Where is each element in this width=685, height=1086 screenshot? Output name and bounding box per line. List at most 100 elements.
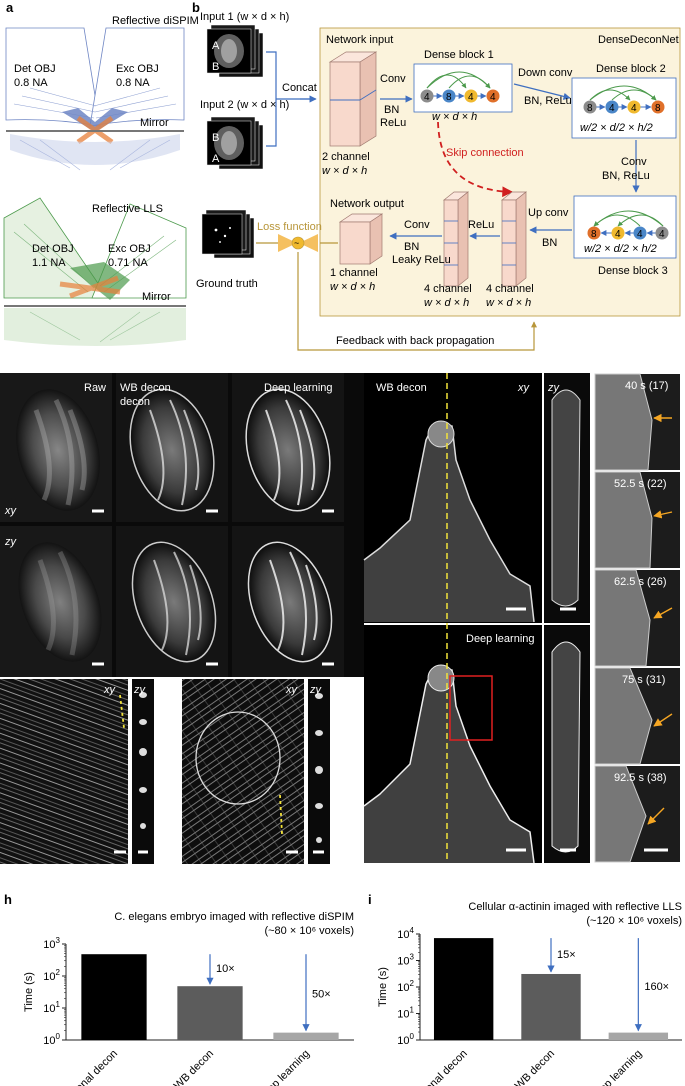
b-input-block-l2: w × d × h <box>322 165 367 177</box>
b-input2-label: Input 2 (w × d × h) <box>200 99 289 111</box>
b-dense3-size: w/2 × d/2 × h/2 <box>584 243 657 255</box>
b-conv1-l1: Conv <box>380 73 406 85</box>
a-bottom-det-label: Det OBJ <box>32 243 74 255</box>
chart-h-bar-1 <box>81 954 147 1040</box>
chart-h-bar-3 <box>273 1032 339 1040</box>
a-top-det-na: 0.8 NA <box>14 77 48 89</box>
b-dense2-node-3: 4 <box>631 103 637 114</box>
panel-e-fibers: xy zy <box>182 679 330 864</box>
b-output-block <box>338 213 384 265</box>
f-label-zy: zy <box>547 382 561 394</box>
b-stack-label-4: A <box>212 153 220 165</box>
g-time-5: 92.5 s (38) <box>614 772 667 784</box>
c-label-dl: Deep learning <box>264 382 333 394</box>
b-input-block <box>328 51 378 147</box>
e-label-zy: zy <box>309 684 323 696</box>
b-dense2-node-1: 8 <box>587 103 593 114</box>
b-down-conv-l1: Down conv <box>518 67 573 79</box>
c-label-raw: Raw <box>84 382 106 394</box>
panel-g-timelapse: 40 s (17) 52.5 s (22) 62.5 s (26) 75 s (… <box>594 373 681 863</box>
chart-i-category-label-3: Deep learning <box>588 1048 645 1086</box>
b-conv-out-l2: BN <box>404 241 419 253</box>
b-loss-icon: ~ <box>278 234 318 252</box>
chart-h-speedup-label-2: 50× <box>312 988 331 1000</box>
chart-h-subtitle: (~80 × 10⁶ voxels) <box>264 925 354 937</box>
b-dense1-node-4: 4 <box>490 92 496 103</box>
c-scale-bars <box>92 509 334 666</box>
b-down-conv-l2: BN, ReLu <box>524 95 572 107</box>
b-block-4b <box>501 191 527 287</box>
b-dense1-node-2: 8 <box>446 92 452 103</box>
chart-i-bar-3 <box>608 1032 669 1040</box>
f-label-xy: xy <box>517 382 531 394</box>
c-label-wb-line2: decon <box>120 396 150 408</box>
b-dense1-title: Dense block 1 <box>424 49 494 61</box>
svg-text:~: ~ <box>294 238 299 248</box>
c-label-xy: xy <box>4 505 18 517</box>
panel-letter-i: i <box>368 892 372 907</box>
chart-i-y-tick-label: 100 <box>397 1032 414 1047</box>
b-block-4a-l2: w × d × h <box>424 297 469 309</box>
b-network-input: Network input <box>326 34 393 46</box>
b-block-4a <box>443 191 469 287</box>
b-ground-truth-stack <box>201 209 255 259</box>
c-embryo-dl-zy <box>247 541 333 663</box>
b-skip-connection: Skip connection <box>446 147 524 159</box>
f-label-top: WB decon <box>376 382 427 394</box>
b-block-4b-l2: w × d × h <box>486 297 531 309</box>
b-up-conv-l1: Up conv <box>528 207 569 219</box>
chart-h-y-tick-label: 102 <box>43 968 60 983</box>
chart-i-speedup-label-2: 160× <box>644 981 669 993</box>
b-conv-out-l1: Conv <box>404 219 430 231</box>
chart-i-y-tick-label: 103 <box>397 953 414 968</box>
d-label-xy: xy <box>103 684 117 696</box>
chart-i-category-label-1: Traditional decon <box>402 1048 470 1086</box>
b-network-output: Network output <box>330 198 404 210</box>
f-roi-box <box>449 675 493 741</box>
b-dense3-node-3: 4 <box>637 229 643 240</box>
b-dense2-node-4: 8 <box>655 103 661 114</box>
chart-i-y-tick-label: 104 <box>397 926 414 941</box>
b-input2-stack: B A <box>206 116 264 170</box>
b-conv-right-l1: Conv <box>621 156 647 168</box>
b-dense3-node-2: 4 <box>615 229 621 240</box>
e-zy-spots <box>315 693 323 843</box>
b-net-name: DenseDeconNet <box>598 34 679 46</box>
chart-i-category-label-2: WB decon <box>513 1048 557 1086</box>
c-label-zy: zy <box>4 536 18 548</box>
chart-h-category-label-3: Deep learning <box>255 1048 312 1086</box>
f-label-bottom: Deep learning <box>466 633 535 645</box>
g-time-3: 62.5 s (26) <box>614 576 667 588</box>
b-out-block-l2: w × d × h <box>330 281 375 293</box>
a-bottom-det-na: 1.1 NA <box>32 257 66 269</box>
panel-b-network: Input 1 (w × d × h) A B Input 2 (w × d ×… <box>196 11 681 351</box>
b-dense-block-2: Dense block 2 8 4 4 8 w/2 × d/2 × h/2 <box>571 63 677 139</box>
panel-a-dispim: Reflective diSPIM Det OBJ 0.8 NA Exc OBJ… <box>5 15 199 171</box>
chart-h-y-tick-label: 103 <box>43 936 60 951</box>
b-dense2-size: w/2 × d/2 × h/2 <box>580 122 653 134</box>
panel-a-lls: Reflective LLS Det OBJ 1.1 NA Exc OBJ 0.… <box>3 197 187 346</box>
chart-i-y-tick-label: 102 <box>397 979 414 994</box>
chart-h-speedup-label-1: 10× <box>216 963 235 975</box>
g-time-2: 52.5 s (22) <box>614 478 667 490</box>
b-stack-label-1: A <box>212 40 220 52</box>
b-conv1-l2: BN <box>384 104 399 116</box>
d-label-zy: zy <box>133 684 147 696</box>
d-zy-spots <box>139 692 147 829</box>
g-time-4: 75 s (31) <box>622 674 665 686</box>
a-top-mirror: Mirror <box>140 117 169 129</box>
chart-h: C. elegans embryo imaged with reflective… <box>23 911 354 1086</box>
a-bottom-exc-na: 0.71 NA <box>108 257 148 269</box>
chart-h-category-label-2: WB decon <box>172 1048 216 1086</box>
b-out-block-l1: 1 channel <box>330 267 378 279</box>
c-label-wb: WB decon <box>120 382 171 394</box>
chart-i-y-tick-label: 101 <box>397 1006 414 1021</box>
b-dense-block-3: 8 4 4 4 w/2 × d/2 × h/2 Dense block 3 <box>573 195 677 277</box>
b-stack-label-3: B <box>212 132 219 144</box>
b-input-block-l1: 2 channel <box>322 151 370 163</box>
c-embryo-wb-xy <box>129 388 215 512</box>
b-dense3-title: Dense block 3 <box>598 265 668 277</box>
panel-letter-a: a <box>6 0 14 15</box>
a-bottom-mirror: Mirror <box>142 291 171 303</box>
chart-i-title: Cellular α-actinin imaged with reflectiv… <box>468 901 682 913</box>
